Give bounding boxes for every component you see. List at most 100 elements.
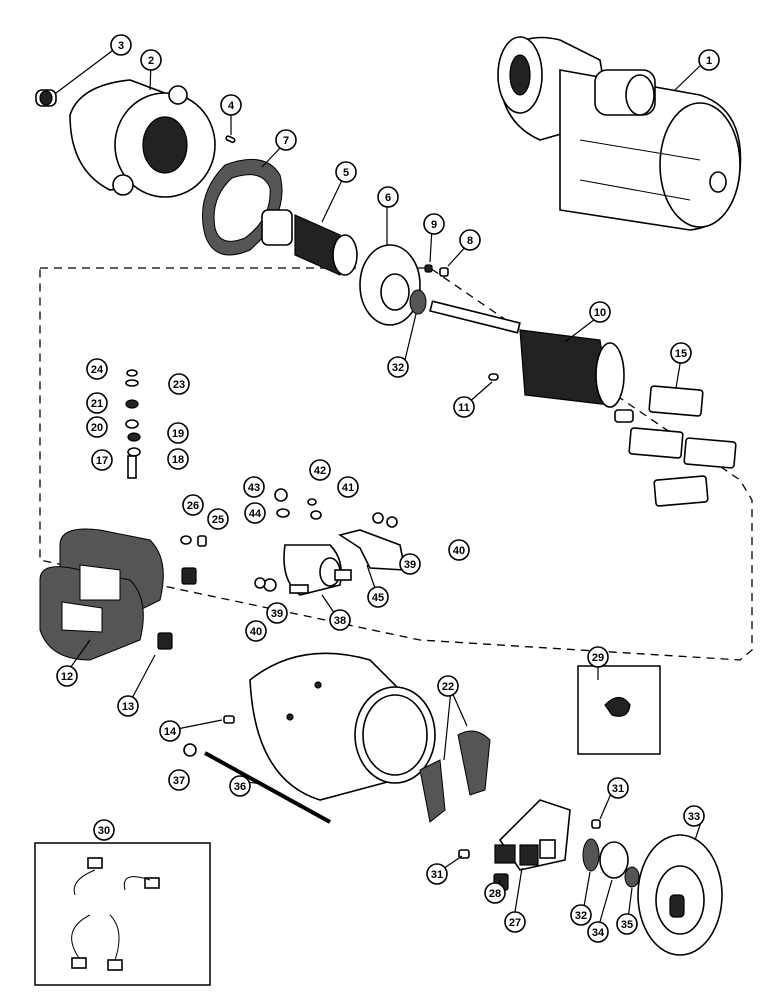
callout-number: 44: [249, 508, 262, 520]
field-brush: [157, 632, 173, 650]
washer-43: [274, 488, 288, 502]
callout-number: 29: [592, 652, 604, 664]
callout-12: 12: [56, 665, 78, 687]
callout-6: 6: [377, 186, 399, 208]
callout-24: 24: [86, 358, 108, 380]
callout-26: 26: [182, 494, 204, 516]
callout-circle: [570, 904, 592, 926]
callout-circle: [587, 646, 609, 668]
callout-number: 13: [122, 701, 134, 713]
callout-number: 33: [688, 811, 700, 823]
callout-4: 4: [220, 94, 242, 116]
nut-41: [310, 510, 322, 520]
callout-number: 28: [489, 888, 501, 900]
callout-circle: [453, 396, 475, 418]
callout-number: 1: [706, 55, 712, 67]
callout-10: 10: [589, 301, 611, 323]
callout-32: 32: [387, 356, 409, 378]
screw: [439, 267, 449, 277]
brush-set: [71, 857, 160, 971]
callout-number: 31: [431, 869, 443, 881]
callout-30: 30: [93, 819, 115, 841]
nut-40-right: [386, 516, 398, 528]
callout-circle: [110, 34, 132, 56]
callout-circle: [683, 805, 705, 827]
commutator-end-frame: [637, 834, 723, 956]
callout-circle: [229, 775, 251, 797]
callout-number: 6: [385, 192, 391, 204]
callout-31: 31: [426, 863, 448, 885]
callout-number: 3: [118, 40, 124, 52]
callout-7: 7: [275, 129, 297, 151]
callout-circle: [244, 502, 266, 524]
frame-screw: [223, 715, 235, 724]
callout-number: 39: [271, 608, 283, 620]
callout-number: 23: [173, 379, 185, 391]
washer-44: [276, 508, 290, 518]
callout-number: 40: [250, 626, 262, 638]
callout-43: 43: [243, 476, 265, 498]
callout-14: 14: [159, 720, 181, 742]
callout-circle: [589, 301, 611, 323]
brush-spring-right: [457, 730, 491, 796]
callout-circle: [459, 229, 481, 251]
callout-circle: [266, 602, 288, 624]
callout-35: 35: [616, 913, 638, 935]
terminal-hardware-stack: [125, 369, 141, 479]
callout-circle: [616, 913, 638, 935]
callout-circle: [377, 186, 399, 208]
callout-circle: [387, 356, 409, 378]
callout-32: 32: [570, 904, 592, 926]
starter-motor-assembly: [497, 36, 742, 231]
callout-40: 40: [448, 539, 470, 561]
callout-circle: [117, 695, 139, 717]
callout-number: 31: [612, 783, 624, 795]
callout-13: 13: [117, 695, 139, 717]
callout-circle: [670, 342, 692, 364]
brush-holder-plate: [494, 799, 571, 871]
callout-number: 15: [675, 348, 687, 360]
callout-28: 28: [484, 882, 506, 904]
callout-number: 32: [392, 362, 404, 374]
callout-11: 11: [453, 396, 475, 418]
terminal-block: [283, 544, 352, 596]
callout-9: 9: [423, 213, 445, 235]
callout-23: 23: [168, 373, 190, 395]
thrust-washer-upper: [409, 289, 427, 315]
drive-housing: [69, 79, 216, 198]
callout-34: 34: [587, 921, 609, 943]
callout-number: 32: [575, 910, 587, 922]
callout-circle: [587, 921, 609, 943]
callout-8: 8: [459, 229, 481, 251]
callout-33: 33: [683, 805, 705, 827]
callout-number: 21: [91, 398, 103, 410]
callout-20: 20: [86, 416, 108, 438]
callout-number: 42: [314, 465, 326, 477]
callout-circle: [309, 459, 331, 481]
callout-number: 34: [592, 927, 605, 939]
callout-38: 38: [329, 609, 351, 631]
callout-number: 4: [228, 100, 235, 112]
nut-40-left: [254, 577, 266, 589]
brush-spring-left: [419, 759, 446, 823]
thrust-washer-lower: [582, 838, 600, 872]
callout-circle: [168, 373, 190, 395]
callout-number: 45: [372, 592, 384, 604]
callout-21: 21: [86, 392, 108, 414]
callout-circle: [504, 911, 526, 933]
callout-44: 44: [244, 502, 266, 524]
armature: [429, 300, 634, 423]
callout-2: 2: [140, 49, 162, 71]
callout-circle: [167, 422, 189, 444]
callout-circle: [56, 665, 78, 687]
callout-number: 11: [458, 402, 470, 414]
callout-number: 30: [98, 825, 110, 837]
callout-circle: [426, 863, 448, 885]
bearing-34: [599, 841, 629, 879]
holder-screw-upper: [591, 819, 601, 829]
callout-number: 41: [342, 482, 354, 494]
callout-circle: [448, 539, 470, 561]
callout-circle: [245, 620, 267, 642]
callout-45: 45: [367, 586, 389, 608]
